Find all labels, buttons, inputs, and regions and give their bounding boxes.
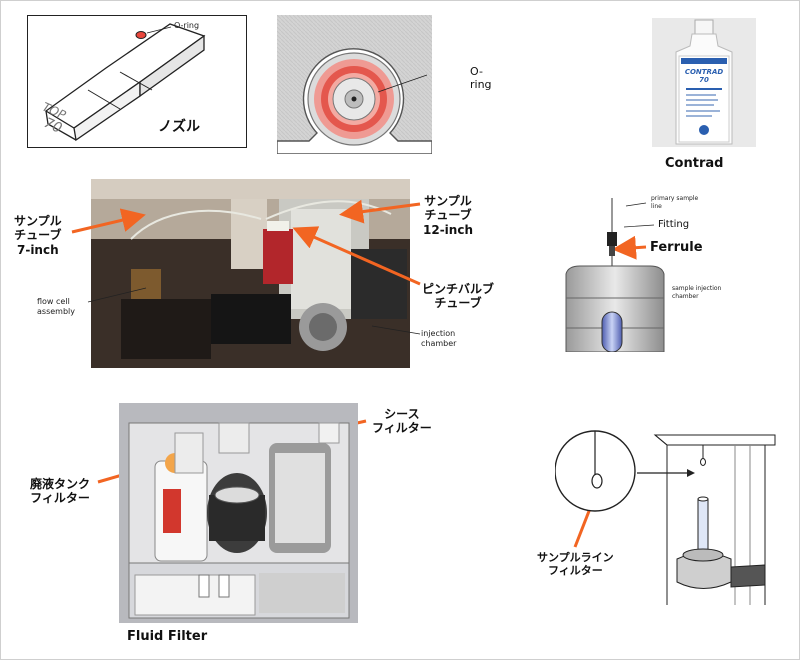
- primary-line2: line: [651, 202, 662, 210]
- oring-closeup-label: O-ring: [470, 65, 492, 91]
- arrow-tube7: [71, 208, 146, 234]
- injection-label: injection chamber: [421, 329, 456, 350]
- tube12-line2: チューブ: [424, 208, 472, 223]
- injection-line1: injection: [421, 329, 456, 338]
- injection-line2: chamber: [421, 339, 457, 349]
- sample-line-line2: フィルター: [547, 564, 603, 578]
- sheath-line2: フィルター: [372, 421, 432, 436]
- arrow-pinch: [292, 226, 421, 286]
- nozzle-panel: O-ring TOP 70 ノズル: [27, 15, 247, 148]
- chamber-line1: sample injection: [672, 285, 722, 292]
- pinch-label: ピンチバルブ チューブ: [422, 282, 494, 311]
- chamber-label: sample injection chamber: [672, 285, 721, 301]
- pinch-line1: ピンチバルブ: [422, 282, 495, 296]
- sample-line-line1: サンプルライン: [537, 551, 614, 564]
- tube7-line2: チューブ: [14, 228, 62, 243]
- contrad-bottle-text: CONTRAD 70: [684, 68, 724, 84]
- nozzle-label: ノズル: [158, 119, 200, 135]
- nozzle-illustration: [44, 23, 206, 142]
- chamber-line2: chamber: [672, 292, 699, 300]
- ferrule-label: Ferrule: [650, 240, 703, 255]
- oring-closeup-panel: O-ring: [276, 15, 492, 155]
- oring-dot: [135, 31, 147, 39]
- primary-line1: primary sample: [651, 195, 699, 202]
- arrow-ferrule: [612, 235, 647, 260]
- arrow-tube12: [339, 199, 421, 224]
- contrad-label: Contrad: [665, 156, 724, 171]
- injection-diagram: [565, 198, 665, 352]
- contrad-photo: CONTRAD 70: [652, 18, 756, 147]
- waste-line1: 廃液タンク: [30, 477, 91, 491]
- oring-closeup-illustration: [276, 15, 433, 155]
- fluidics-photo: [119, 403, 358, 623]
- pinch-line2: チューブ: [434, 296, 482, 311]
- tube7-line1: サンプル: [14, 214, 62, 228]
- tube12-line3: 12-inch: [423, 222, 473, 237]
- waste-label: 廃液タンク フィルター: [30, 477, 90, 506]
- tube12-label: サンプル チューブ 12-inch: [423, 194, 473, 237]
- flow-cell-line2: assembly: [37, 307, 75, 317]
- waste-line2: フィルター: [30, 491, 90, 506]
- tube7-line3: 7-inch: [16, 242, 59, 257]
- primary-line-label: primary sample line: [651, 195, 698, 211]
- fluid-filter-label: Fluid Filter: [127, 629, 208, 644]
- sheath-line1: シース: [384, 407, 420, 421]
- tube12-line1: サンプル: [424, 194, 472, 208]
- nozzle-oring-label: O-ring: [174, 21, 200, 30]
- fitting-label: Fitting: [658, 219, 690, 230]
- sheath-label: シース フィルター: [372, 407, 432, 436]
- sample-line-label: サンプルライン フィルター: [537, 551, 614, 577]
- sample-line-diagram: [555, 430, 776, 605]
- flow-cell-line1: flow cell: [37, 297, 70, 306]
- flow-cell-label: flow cell assembly: [37, 297, 75, 318]
- tube7-label: サンプル チューブ 7-inch: [14, 214, 62, 257]
